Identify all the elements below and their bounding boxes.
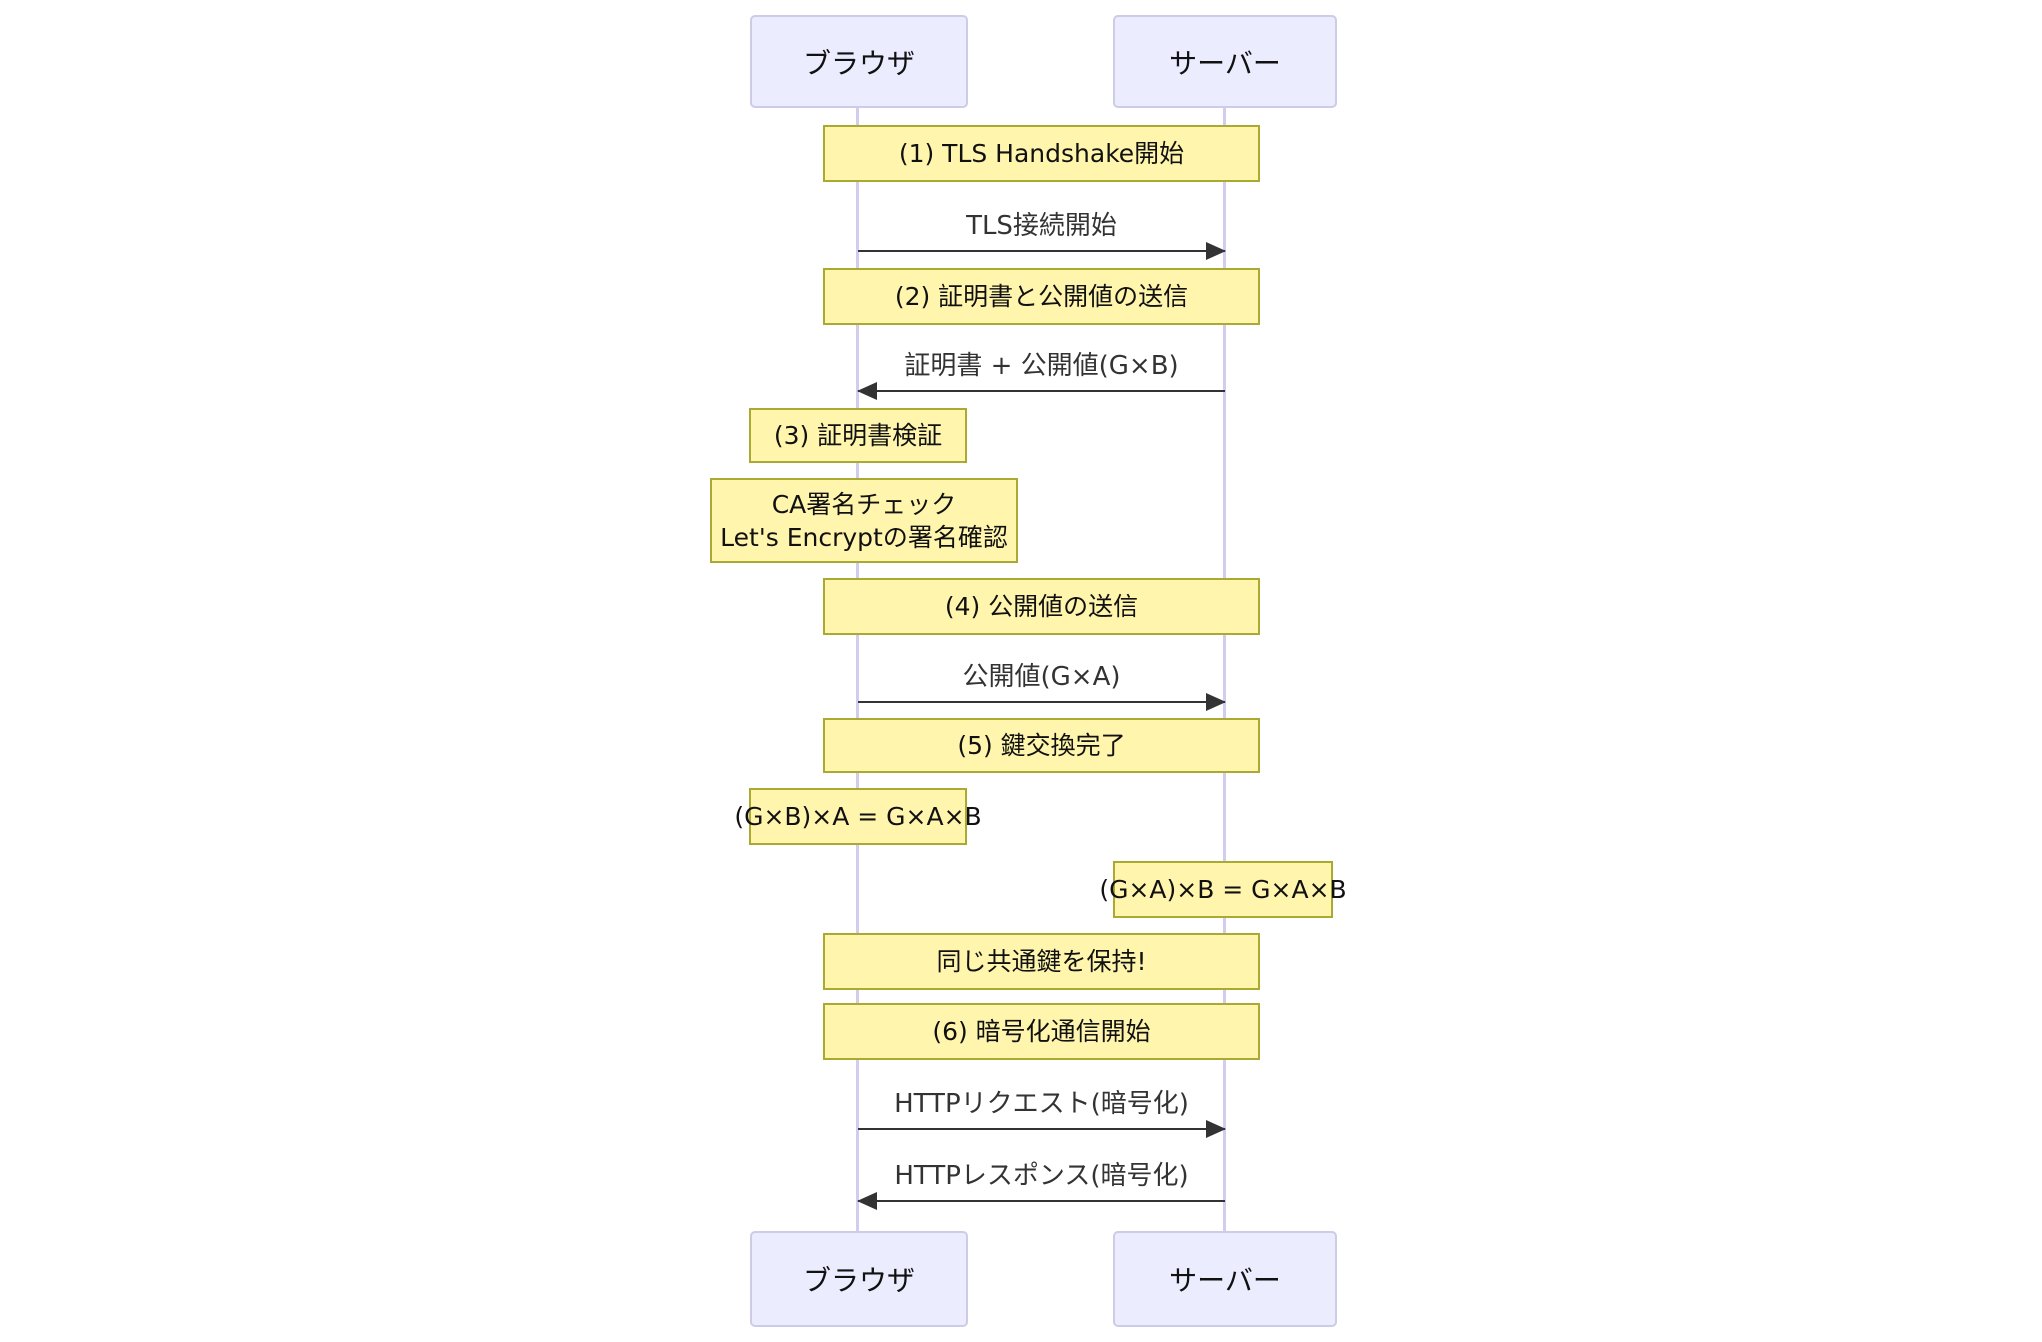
actor-browser-bottom: ブラウザ [750,1231,968,1327]
actor-browser-bottom-label: ブラウザ [802,1264,915,1297]
note-text: (1) TLS Handshake開始 [898,139,1185,168]
note-text: (5) 鍵交換完了 [957,731,1126,760]
note-browser-shared-key: (G×B)×A = G×A×B [734,788,982,845]
actor-server-top-label: サーバー [1169,46,1281,80]
actor-server-top: サーバー [1113,15,1337,108]
message-label: 公開値(G×A) [962,662,1121,692]
note-same-shared-key: 同じ共通鍵を保持! [823,933,1260,990]
message-label: TLS接続開始 [966,211,1117,241]
actor-server-bottom: サーバー [1113,1231,1337,1327]
note-text: (3) 証明書検証 [773,421,943,450]
lifeline-browser [856,108,859,1231]
lifeline-server [1223,108,1226,1231]
actor-server-bottom-label: サーバー [1169,1264,1281,1297]
message-label: HTTPレスポンス(暗号化) [894,1161,1189,1191]
note-send-public-value: (4) 公開値の送信 [823,578,1260,635]
note-tls-handshake-start: (1) TLS Handshake開始 [823,125,1260,182]
note-cert-and-public-value: (2) 証明書と公開値の送信 [823,268,1260,325]
note-text: (2) 証明書と公開値の送信 [894,282,1189,311]
note-text: (G×B)×A = G×A×B [734,802,982,831]
message-arrow-left [858,390,1225,392]
note-text: 同じ共通鍵を保持! [936,947,1147,976]
note-text: (G×A)×B = G×A×B [1099,875,1347,904]
message-arrow-right [858,701,1225,703]
actor-browser-top-label: ブラウザ [802,46,915,80]
note-cert-verify: (3) 証明書検証 [749,408,967,463]
note-server-shared-key: (G×A)×B = G×A×B [1099,861,1347,918]
note-text-line2: Let's Encryptの署名確認 [720,522,1008,552]
note-text: (6) 暗号化通信開始 [932,1017,1151,1046]
note-text: (4) 公開値の送信 [944,592,1139,621]
actor-browser-top: ブラウザ [750,15,968,108]
message-arrow-right [858,1128,1225,1130]
message-arrow-left [858,1200,1225,1202]
note-text-line1: CA署名チェック [771,489,957,519]
note-ca-signature-check: CA署名チェック Let's Encryptの署名確認 [710,478,1018,563]
note-key-exchange-complete: (5) 鍵交換完了 [823,718,1260,773]
message-label: HTTPリクエスト(暗号化) [894,1089,1189,1119]
message-arrow-right [858,250,1225,252]
message-label: 証明書 + 公開値(G×B) [904,351,1179,381]
note-encrypted-comm-start: (6) 暗号化通信開始 [823,1003,1260,1060]
